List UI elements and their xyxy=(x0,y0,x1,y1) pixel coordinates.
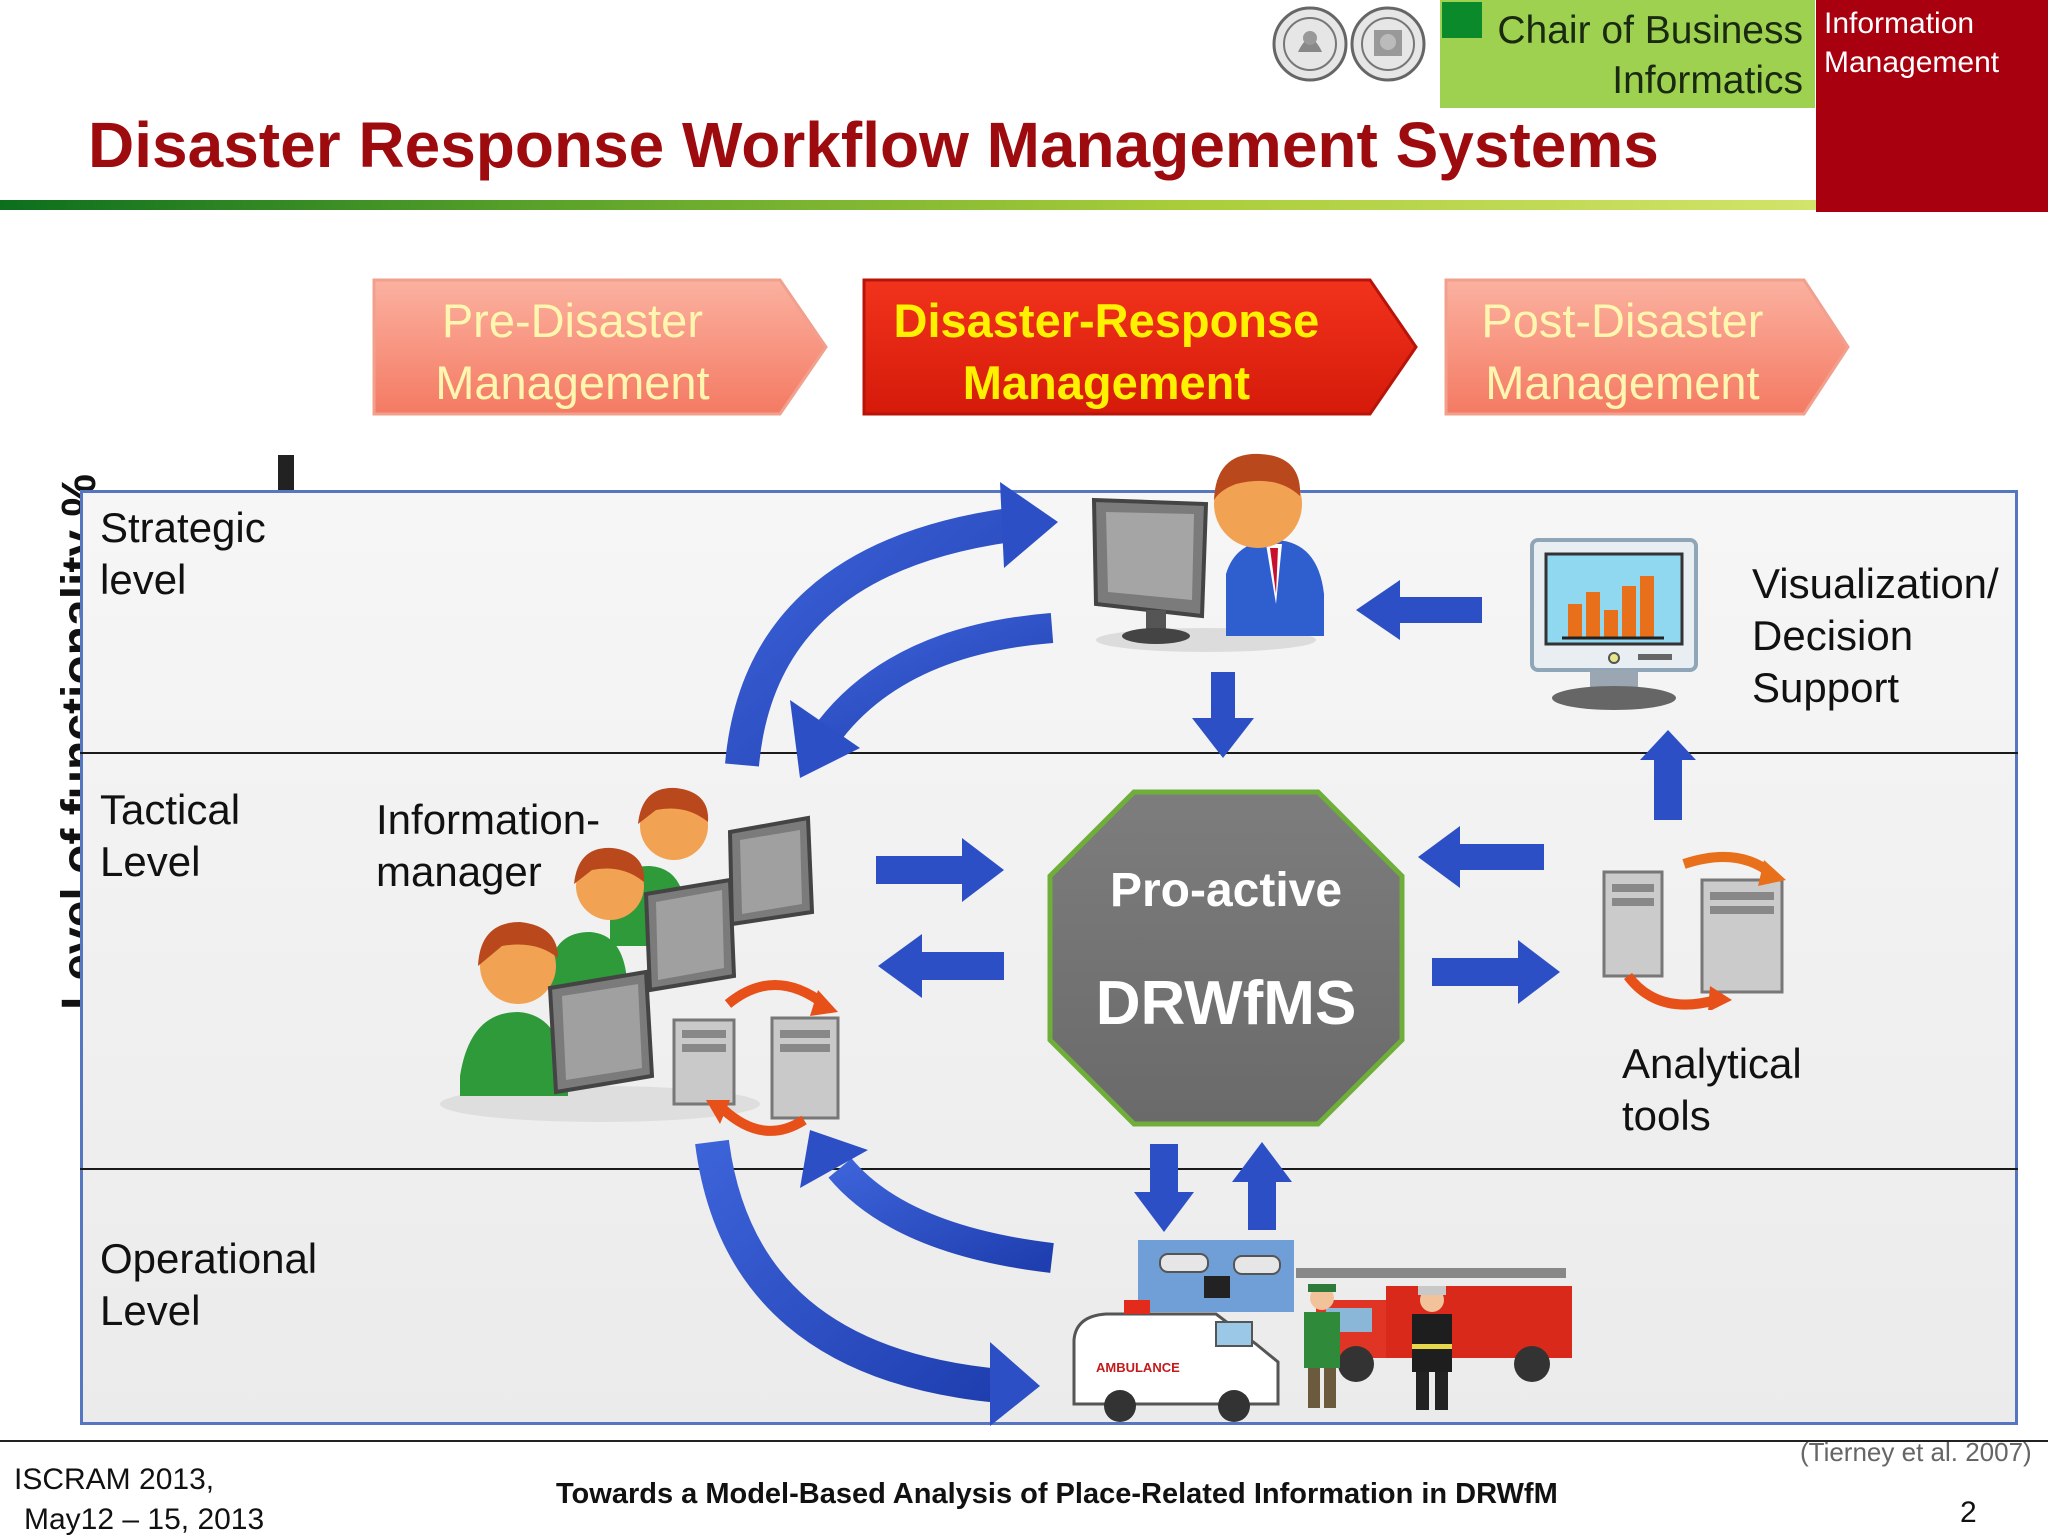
sync-arrows-icon xyxy=(706,980,838,1136)
footer-conference: ISCRAM 2013, May12 – 15, 2013 xyxy=(14,1460,264,1540)
phase-disaster-response: Disaster-Response Management xyxy=(860,276,1420,418)
level-strategic: Strategic level xyxy=(100,502,266,606)
curve-arrow-down-operational xyxy=(695,1139,1040,1426)
slide-title: Disaster Response Workflow Management Sy… xyxy=(88,109,1659,181)
footer-conference-line-1: ISCRAM 2013, xyxy=(14,1463,215,1496)
chair-text: Chair of Business Informatics xyxy=(1497,6,1803,106)
footer-divider xyxy=(0,1440,2048,1442)
visualization-line-3: Support xyxy=(1752,664,1900,711)
arrow-core-to-field xyxy=(1134,1144,1194,1232)
info-line-2: Management xyxy=(1824,46,2000,79)
phase-pre-line-2: Management xyxy=(435,356,710,409)
level-tactical: Tactical Level xyxy=(100,784,240,888)
executive-computer-icon xyxy=(1091,453,1324,652)
visualization-line-2: Decision xyxy=(1752,612,1914,659)
curve-arrow-up-tactical xyxy=(800,1130,1054,1273)
level-tactical-line-2: Level xyxy=(100,838,201,885)
ambulance-icon: AMBULANCE xyxy=(1072,1300,1280,1422)
university-seals xyxy=(1270,4,1430,86)
level-strategic-line-1: Strategic xyxy=(100,504,266,551)
visualization-line-1: Visualization/ xyxy=(1752,560,1999,607)
camera-icon xyxy=(1138,1240,1294,1312)
y-axis-tick xyxy=(278,455,294,491)
visualization-label: Visualization/ Decision Support xyxy=(1752,558,1999,714)
citation: (Tierney et al. 2007) xyxy=(1800,1437,2032,1467)
arrow-tools-to-core xyxy=(1418,826,1544,888)
info-manager-line-1: Information- xyxy=(376,796,601,843)
info-manager-label: Information- manager xyxy=(376,794,600,898)
arrow-core-to-manager xyxy=(878,934,1004,998)
footer-conference-line-2: May12 – 15, 2013 xyxy=(24,1503,265,1536)
core-line-2: DRWfMS xyxy=(1095,969,1357,1038)
sync-arrows-icon xyxy=(1624,851,1786,1010)
server-icon xyxy=(672,980,840,1136)
info-manager-line-2: manager xyxy=(376,848,542,895)
chair-line-2: Informatics xyxy=(1612,59,1803,102)
curve-arrow-up-strategic xyxy=(725,482,1058,767)
chair-mark xyxy=(1442,2,1482,38)
arrow-exec-to-core xyxy=(1192,672,1254,758)
phase-post-line-1: Post-Disaster xyxy=(1481,294,1764,347)
server-icon xyxy=(1602,851,1786,1010)
phase-post-line-2: Management xyxy=(1485,356,1760,409)
phase-pre-disaster: Pre-Disaster Management xyxy=(370,276,830,418)
drwfms-core: Pro-active DRWfMS xyxy=(1046,788,1406,1128)
core-line-1: Pro-active xyxy=(1109,864,1343,917)
university-seal-icon xyxy=(1272,6,1426,82)
info-management-text: Information Management xyxy=(1824,4,1999,82)
level-operational: Operational Level xyxy=(100,1233,317,1337)
firefighter-icon xyxy=(1412,1286,1452,1410)
arrow-core-to-tools xyxy=(1432,940,1560,1004)
analytical-tools-label: Analytical tools xyxy=(1622,1038,1802,1142)
level-strategic-line-2: level xyxy=(100,556,187,603)
phase-response-line-2: Management xyxy=(962,356,1251,409)
analytical-line-1: Analytical xyxy=(1622,1040,1802,1087)
level-tactical-line-1: Tactical xyxy=(100,786,241,833)
bar-chart-monitor-icon xyxy=(1530,538,1698,710)
arrow-manager-to-core xyxy=(876,838,1004,902)
chair-banner: Chair of Business Informatics xyxy=(1440,0,1815,108)
arrow-tools-to-viz xyxy=(1640,730,1696,820)
officer-icon xyxy=(1304,1284,1340,1408)
level-divider-2 xyxy=(80,1168,2018,1170)
footer-talk-title: Towards a Model-Based Analysis of Place-… xyxy=(556,1478,1558,1510)
info-management-banner: Information Management xyxy=(1816,0,2048,212)
phase-pre-line-1: Pre-Disaster xyxy=(441,294,703,347)
title-underline xyxy=(0,200,1816,210)
level-operational-line-1: Operational xyxy=(100,1235,318,1282)
level-divider-1 xyxy=(80,752,2018,754)
chair-line-1: Chair of Business xyxy=(1497,9,1803,52)
ambulance-text: AMBULANCE xyxy=(1096,1360,1180,1375)
curve-arrow-down-tactical xyxy=(790,613,1054,778)
phase-response-line-1: Disaster-Response xyxy=(893,294,1320,347)
info-line-1: Information xyxy=(1824,7,1975,40)
analytical-line-2: tools xyxy=(1622,1092,1711,1139)
phase-post-disaster: Post-Disaster Management xyxy=(1442,276,1852,418)
page-number: 2 xyxy=(1960,1496,1977,1529)
arrow-field-to-core xyxy=(1232,1142,1292,1230)
level-operational-line-2: Level xyxy=(100,1287,201,1334)
arrow-viz-to-exec xyxy=(1356,580,1482,640)
